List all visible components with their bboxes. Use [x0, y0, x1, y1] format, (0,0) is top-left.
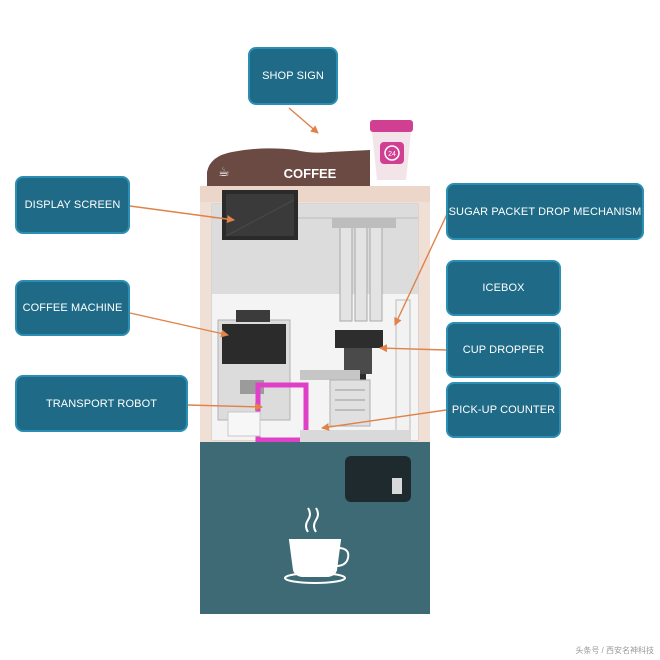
cup-badge-text: 24	[388, 151, 396, 158]
display-screen	[222, 190, 298, 240]
coffee-cup-sign-icon: 24	[370, 120, 413, 180]
label-coffee-machine: COFFEE MACHINE	[15, 280, 130, 336]
arrow-display-screen	[129, 205, 235, 224]
robot-rail	[300, 370, 371, 427]
callout-arrows	[129, 107, 449, 431]
sign-text: COFFEE	[284, 166, 337, 181]
label-pickup-counter: PICK-UP COUNTER	[446, 382, 561, 438]
coffee-cup-emblem-icon	[284, 507, 350, 584]
arrow-shop-sign	[288, 107, 319, 134]
shop-sign: COFFEE ☕	[207, 148, 370, 188]
watermark: 头条号 / 西安名神科技	[575, 646, 654, 655]
sugar-packet-tubes	[332, 218, 396, 322]
label-cup-dropper: CUP DROPPER	[446, 322, 561, 378]
robot-base	[227, 411, 261, 437]
arrow-transport-robot	[187, 402, 263, 411]
arrow-coffee-machine	[129, 312, 229, 338]
arrow-cup-dropper	[379, 344, 447, 353]
arrow-pickup-counter	[321, 409, 447, 431]
label-sugar-packet-drop: SUGAR PACKET DROP MECHANISM	[446, 183, 644, 240]
coffee-machine	[217, 310, 291, 421]
arrow-sugar-packet	[394, 211, 449, 326]
pickup-counter-shelf	[300, 430, 410, 442]
label-shop-sign: SHOP SIGN	[248, 47, 338, 105]
sign-logo-icon: ☕	[218, 165, 230, 180]
label-icebox: ICEBOX	[446, 260, 561, 316]
icebox-panel	[395, 299, 411, 441]
label-display-screen: DISPLAY SCREEN	[15, 176, 130, 234]
label-transport-robot: TRANSPORT ROBOT	[15, 375, 188, 432]
